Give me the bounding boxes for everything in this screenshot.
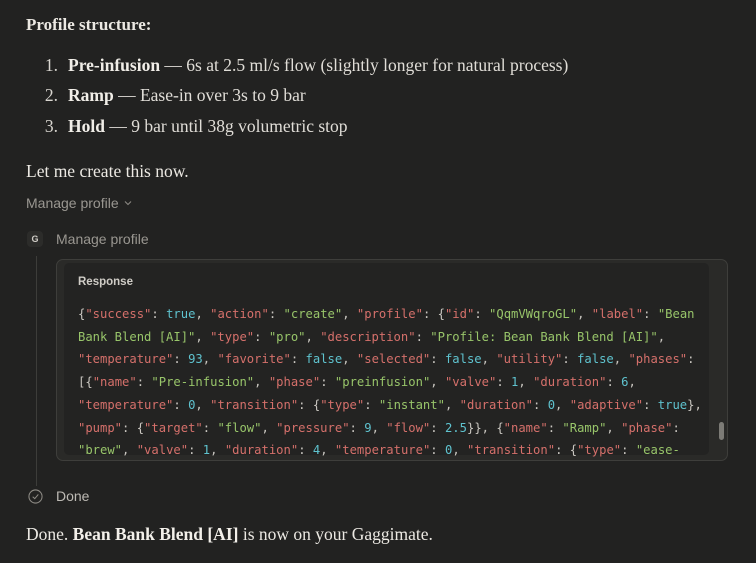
- status-label: Done: [56, 488, 90, 504]
- response-panel: Response {"success": true, "action": "cr…: [56, 259, 728, 461]
- timeline-connector: [36, 256, 37, 486]
- step-text: — 6s at 2.5 ml/s flow (slightly longer f…: [160, 54, 569, 75]
- response-title: Response: [78, 276, 133, 288]
- code-line: Bank Blend [AI]", "type": "pro", "descri…: [78, 329, 666, 344]
- response-content[interactable]: Response {"success": true, "action": "cr…: [64, 263, 709, 457]
- toggle-label: Manage profile: [26, 195, 119, 211]
- final-prefix: Done.: [26, 524, 73, 544]
- step-number: 1.: [44, 54, 58, 75]
- response-json: {"success": true, "action": "create", "p…: [78, 303, 702, 460]
- code-line: [{"name": "Pre-infusion", "phase": "prei…: [78, 375, 636, 390]
- intro-text: Let me create this now.: [26, 161, 189, 181]
- step-title: Ramp: [68, 85, 114, 106]
- list-item: 3. Hold — 9 bar until 38g volumetric sto…: [26, 111, 568, 142]
- step-text: — Ease-in over 3s to 9 bar: [113, 85, 306, 106]
- step-number: 2.: [44, 85, 58, 106]
- final-message: Done. Bean Bank Blend [AI] is now on you…: [26, 524, 433, 545]
- code-line: "brew", "valve": 1, "duration": 4, "temp…: [78, 443, 680, 458]
- code-line: {"success": true, "action": "create", "p…: [78, 307, 695, 321]
- profile-steps-list: 1. Pre-infusion — 6s at 2.5 ml/s flow (s…: [26, 50, 568, 142]
- manage-profile-toggle[interactable]: Manage profile: [26, 195, 132, 211]
- chevron-down-icon: [124, 201, 132, 206]
- profile-name: Bean Bank Blend [AI]: [72, 524, 239, 544]
- code-line: "temperature": 93, "favorite": false, "s…: [78, 352, 695, 367]
- list-item: 2. Ramp — Ease-in over 3s to 9 bar: [26, 81, 568, 112]
- check-circle-icon: [28, 488, 43, 504]
- scrollbar-thumb[interactable]: [719, 422, 724, 440]
- tool-call-header: G Manage profile: [27, 231, 149, 247]
- tool-call-label: Manage profile: [56, 231, 149, 247]
- step-title: Pre-infusion: [68, 54, 161, 75]
- section-heading: Profile structure:: [26, 15, 152, 34]
- gaggimate-g-icon: G: [27, 231, 43, 247]
- step-title: Hold: [68, 115, 105, 136]
- code-line: "temperature": 0, "transition": {"type":…: [78, 397, 702, 412]
- list-item: 1. Pre-infusion — 6s at 2.5 ml/s flow (s…: [26, 50, 568, 81]
- tool-status: Done: [28, 488, 89, 504]
- code-line: "pump": {"target": "flow", "pressure": 9…: [78, 420, 680, 435]
- step-number: 3.: [44, 115, 58, 136]
- step-text: — 9 bar until 38g volumetric stop: [104, 115, 348, 136]
- final-suffix: is now on your Gaggimate.: [238, 524, 433, 544]
